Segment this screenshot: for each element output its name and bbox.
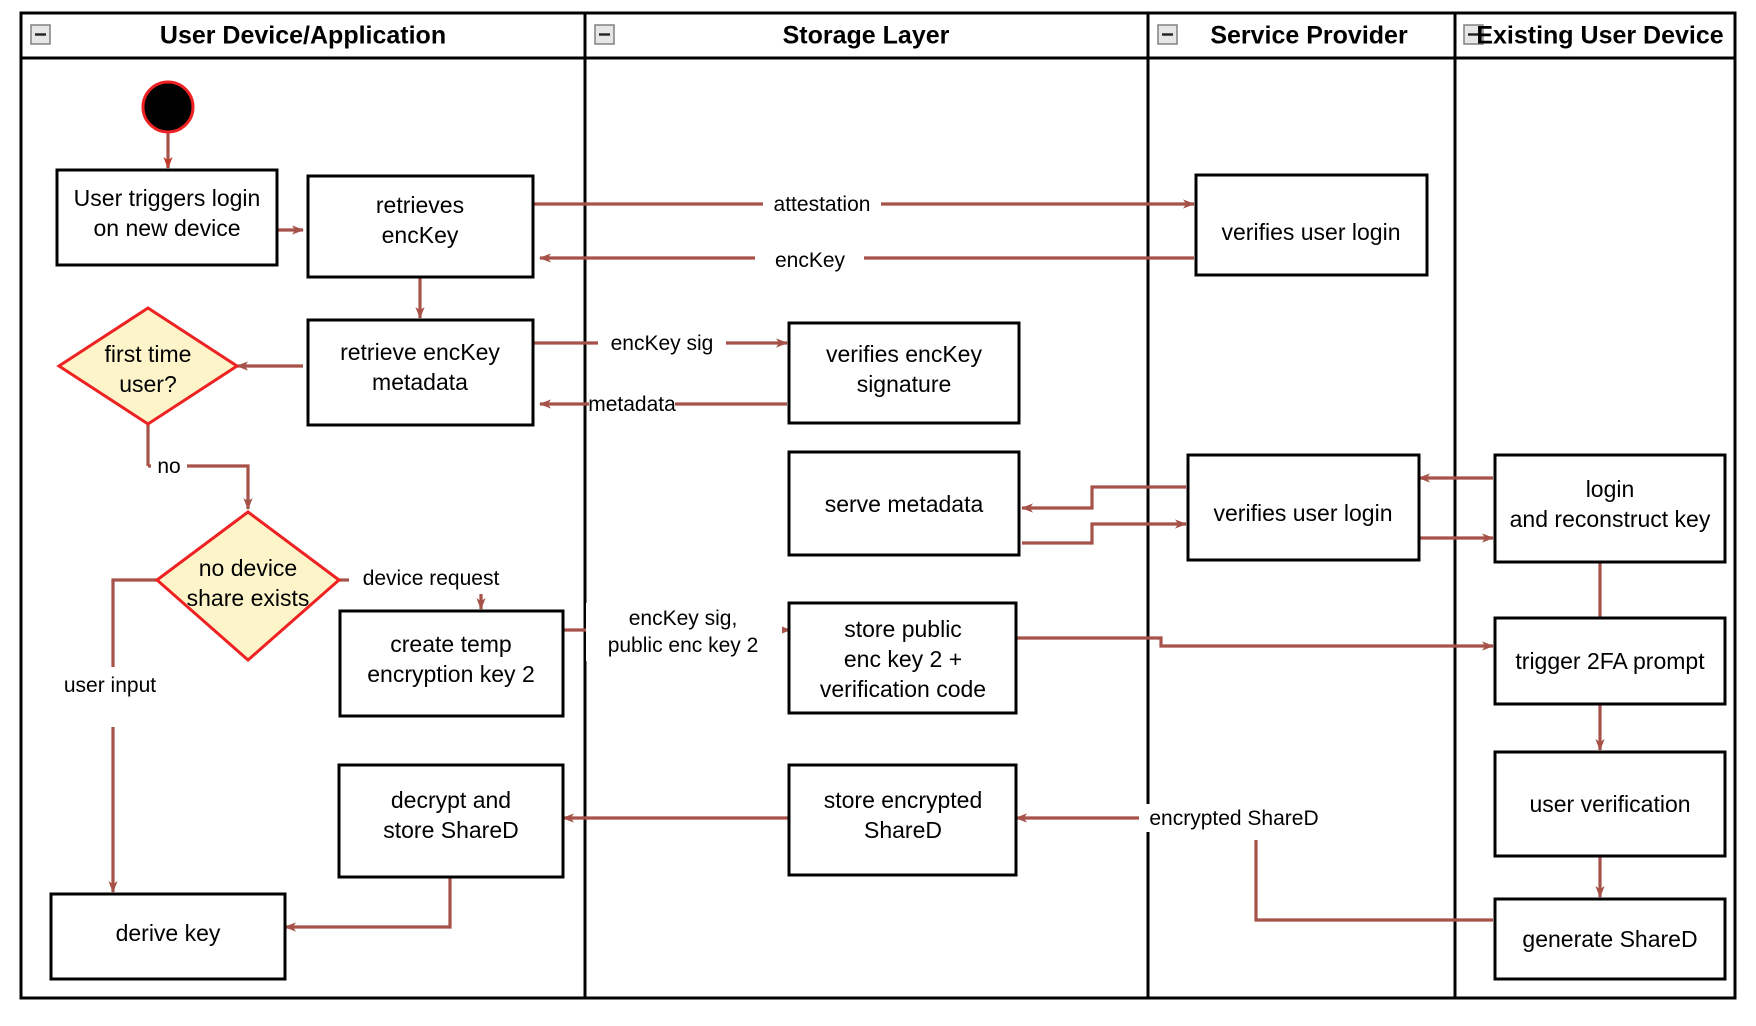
node-login-reconstruct-key[interactable]: login and reconstruct key bbox=[1493, 453, 1727, 564]
node-line: verifies user login bbox=[1222, 219, 1401, 245]
node-verifies-enckey-signature[interactable]: verifies encKey signature bbox=[787, 321, 1021, 425]
node-line: share exists bbox=[187, 585, 310, 611]
node-line: generate ShareD bbox=[1522, 926, 1697, 952]
svg-text:public enc key 2: public enc key 2 bbox=[608, 634, 759, 657]
node-line: first time bbox=[105, 341, 192, 367]
edge-label-metadata: metadata bbox=[588, 390, 676, 418]
lane-header-service[interactable]: Service Provider bbox=[1157, 22, 1408, 50]
node-store-public-enc-key[interactable]: store public enc key 2 + verification co… bbox=[787, 601, 1018, 715]
node-no-device-share-decision[interactable]: no device share exists bbox=[154, 510, 342, 662]
node-verifies-user-login-top[interactable]: verifies user login bbox=[1194, 173, 1429, 277]
node-serve-metadata[interactable]: serve metadata bbox=[787, 450, 1021, 557]
svg-text:encrypted ShareD: encrypted ShareD bbox=[1149, 807, 1318, 830]
node-decrypt-store-shared[interactable]: decrypt and store ShareD bbox=[337, 763, 565, 879]
node-trigger-2fa-prompt[interactable]: trigger 2FA prompt bbox=[1493, 616, 1727, 706]
node-line: on new device bbox=[93, 215, 240, 241]
edge-storepublic-to-2fa bbox=[1016, 636, 1494, 651]
svg-text:encKey sig: encKey sig bbox=[611, 332, 714, 355]
edge-label-no: no bbox=[151, 452, 187, 480]
lane-header-storage[interactable]: Storage Layer bbox=[594, 22, 950, 50]
collapse-minus-icon[interactable] bbox=[594, 24, 615, 45]
node-line: User triggers login bbox=[74, 185, 261, 211]
node-line: user? bbox=[119, 371, 177, 397]
node-line: retrieves bbox=[376, 192, 464, 218]
node-verifies-user-login-lower[interactable]: verifies user login bbox=[1186, 453, 1421, 562]
edge-label-device-request: device request bbox=[349, 566, 513, 594]
svg-text:no: no bbox=[157, 455, 180, 478]
collapse-minus-icon[interactable] bbox=[1157, 24, 1178, 45]
node-line: verifies user login bbox=[1214, 500, 1393, 526]
node-generate-shared[interactable]: generate ShareD bbox=[1493, 897, 1727, 981]
lane-header-user-device[interactable]: User Device/Application bbox=[30, 22, 446, 50]
collapse-minus-icon[interactable] bbox=[30, 24, 51, 45]
start-node[interactable] bbox=[141, 80, 195, 134]
diagram-outer-border bbox=[19, 11, 1737, 1000]
svg-text:user input: user input bbox=[64, 674, 156, 697]
node-line: store encrypted bbox=[824, 787, 983, 813]
node-line: store public bbox=[844, 616, 962, 642]
edge-label-user-input: user input bbox=[52, 671, 176, 699]
edge-label-attestation: attestation bbox=[763, 190, 881, 218]
collapse-minus-icon[interactable] bbox=[1463, 24, 1484, 45]
node-derive-key[interactable]: derive key bbox=[49, 892, 287, 981]
node-line: decrypt and bbox=[391, 787, 511, 813]
lane-title-existing-device: Existing User Device bbox=[1476, 22, 1723, 50]
node-retrieves-enckey[interactable]: retrieves encKey bbox=[306, 174, 535, 279]
svg-text:encKey sig,: encKey sig, bbox=[629, 607, 738, 630]
node-line: login bbox=[1586, 476, 1635, 502]
lane-frame bbox=[19, 11, 1737, 1000]
node-line: verifies encKey bbox=[826, 341, 982, 367]
lane-title-user-device: User Device/Application bbox=[160, 22, 446, 50]
node-create-temp-encryption-key[interactable]: create temp encryption key 2 bbox=[338, 609, 565, 718]
lane-title-service: Service Provider bbox=[1210, 22, 1408, 50]
edge-servemeta-to-verifies2 bbox=[1022, 519, 1187, 545]
edge-userinput-a bbox=[111, 578, 157, 667]
svg-text:metadata: metadata bbox=[588, 393, 676, 416]
node-line: signature bbox=[857, 371, 952, 397]
edge-encshared-a bbox=[1254, 840, 1493, 922]
lane-header-existing-device[interactable]: Existing User Device bbox=[1463, 22, 1724, 50]
node-line: encKey bbox=[382, 222, 459, 248]
edge-label-enckey: encKey bbox=[755, 246, 864, 274]
edge-verifies2-to-servemeta bbox=[1021, 485, 1186, 513]
node-line: ShareD bbox=[864, 817, 942, 843]
node-line: serve metadata bbox=[825, 491, 984, 517]
node-line: enc key 2 + bbox=[844, 646, 962, 672]
edge-labels: attestation encKey encKey sig metadata n… bbox=[52, 190, 1329, 832]
node-line: trigger 2FA prompt bbox=[1515, 648, 1705, 674]
node-line: create temp bbox=[390, 631, 511, 657]
edge-decrypt-to-derive bbox=[284, 876, 452, 932]
node-line: store ShareD bbox=[383, 817, 519, 843]
node-first-time-user-decision[interactable]: first time user? bbox=[56, 306, 240, 426]
node-user-triggers-login[interactable]: User triggers login on new device bbox=[55, 168, 279, 267]
node-line: metadata bbox=[372, 369, 468, 395]
node-line: and reconstruct key bbox=[1510, 506, 1711, 532]
node-user-verification[interactable]: user verification bbox=[1493, 750, 1727, 858]
node-line: encryption key 2 bbox=[367, 661, 534, 687]
lane-title-storage: Storage Layer bbox=[783, 22, 950, 50]
node-line: no device bbox=[199, 555, 297, 581]
svg-text:device request: device request bbox=[363, 567, 500, 590]
node-line: retrieve encKey bbox=[340, 339, 500, 365]
edge-label-encrypted-shared: encrypted ShareD bbox=[1139, 804, 1329, 832]
svg-text:attestation: attestation bbox=[774, 193, 871, 216]
node-line: user verification bbox=[1529, 791, 1690, 817]
edge-label-enckey-sig-public-enc-key: encKey sig, public enc key 2 bbox=[586, 603, 782, 661]
node-retrieve-enckey-metadata[interactable]: retrieve encKey metadata bbox=[306, 318, 535, 427]
node-store-encrypted-shared[interactable]: store encrypted ShareD bbox=[787, 763, 1018, 877]
edge-label-enckey-sig: encKey sig bbox=[598, 329, 726, 357]
node-line: derive key bbox=[116, 920, 221, 946]
svg-text:encKey: encKey bbox=[775, 249, 846, 272]
node-line: verification code bbox=[820, 676, 986, 702]
